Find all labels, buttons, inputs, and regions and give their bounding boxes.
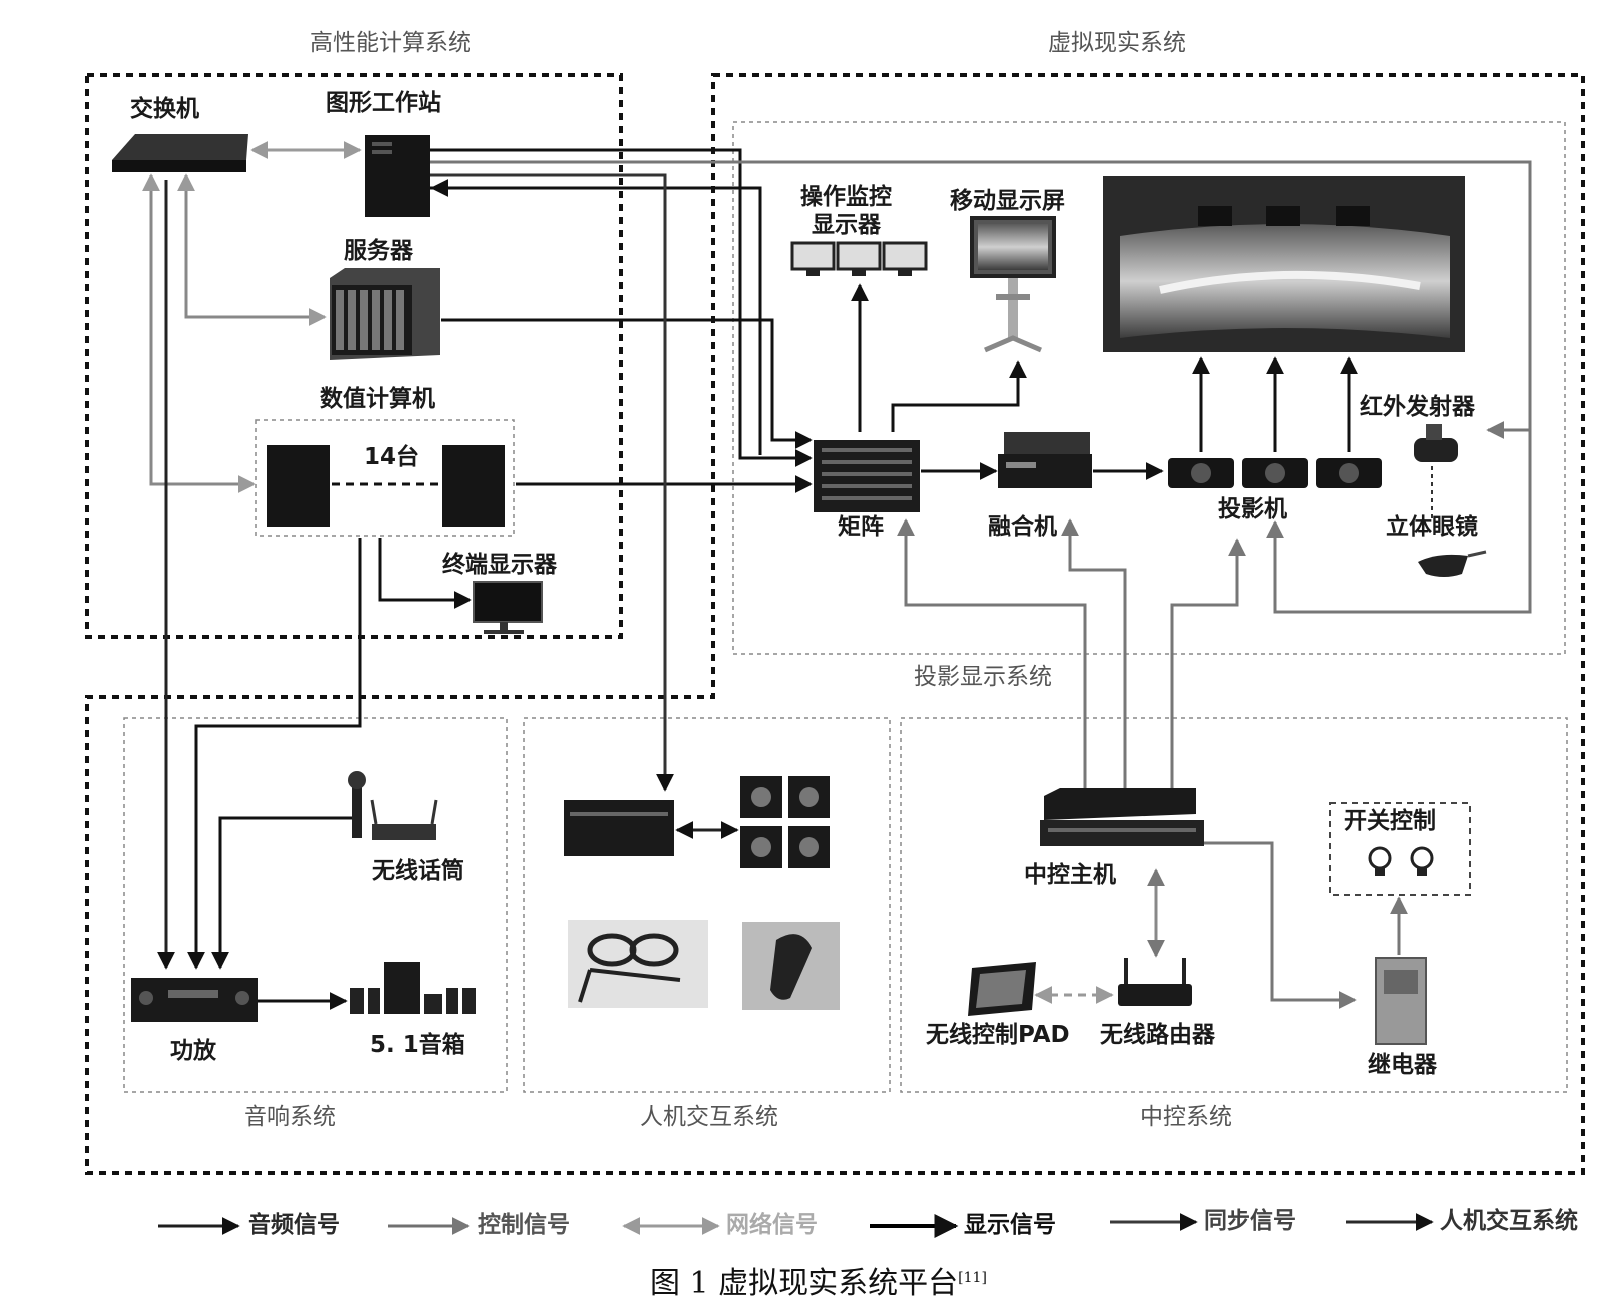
wireless-router-icon [1118,958,1192,1006]
vr-region-title: 虚拟现实系统 [1048,30,1186,56]
wireless-mic-label: 无线话筒 [372,858,464,884]
legend-lines [158,1213,1434,1238]
wireless-pad-icon [968,962,1036,1016]
hci-region-title: 人机交互系统 [640,1104,778,1130]
hci-host-icon [564,800,674,856]
count-label: 14台 [364,444,420,470]
numeric-computer-label: 数值计算机 [320,386,435,412]
matrix-label: 矩阵 [838,514,884,540]
marker-glasses-icon [568,920,708,1008]
ctrl-switch-server [177,173,327,326]
monitor-display-icon [790,241,928,276]
amplifier-icon [131,978,258,1022]
disp-server-matrix [441,318,813,449]
central-region-title: 中控系统 [1140,1104,1232,1130]
ir-emitter-icon [1414,424,1458,462]
disp-numeric-terminal [378,538,472,609]
matrix-icon [814,440,920,512]
server-icon [330,268,440,360]
vr-region [85,73,1585,1175]
ctrl-host-projector [1170,538,1246,796]
projector-icon [1168,458,1382,488]
blender-icon [998,432,1092,488]
hpc-region-title: 高性能计算系统 [310,30,471,56]
legend-sync: 同步信号 [1204,1208,1296,1234]
blender-label: 融合机 [988,514,1057,540]
terminal-display-label: 终端显示器 [442,552,557,578]
monitor-display-label-1: 操作监控 [800,184,892,210]
legend-control: 控制信号 [478,1212,570,1238]
audio-region [123,717,508,1093]
relay-label: 继电器 [1368,1052,1437,1078]
wireless-pad-label: 无线控制PAD [926,1022,1070,1048]
relay-icon [1375,957,1427,1045]
central-host-label: 中控主机 [1024,862,1116,888]
tracking-camera-icon [740,776,830,868]
legend-audio: 音频信号 [248,1212,340,1238]
switch-icon [112,134,248,172]
numeric-computer-icon [267,445,505,527]
terminal-monitor-icon [473,581,543,634]
monitor-display-label-2: 显示器 [812,212,881,238]
figure-caption: 图 1 虚拟现实系统平台[11] [650,1258,987,1302]
speaker-51-icon [350,962,476,1014]
workstation-label: 图形工作站 [326,90,441,116]
ctrl-host-relay [1203,841,1357,1009]
hpc-region [85,73,623,639]
figure-caption-ref: [11] [958,1270,987,1286]
workstation-icon [365,135,430,217]
projection-region-title: 投影显示系统 [914,664,1052,690]
legend-display: 显示信号 [964,1212,1056,1238]
audio-numeric-amp [187,538,362,970]
switch-label: 交换机 [130,96,199,122]
wireless-mic-icon [348,771,438,840]
audio-mic-amp [211,816,352,970]
hci-workstation-host [430,173,674,792]
disp-matrix-mobile [891,360,1027,432]
stereo-glasses-label: 立体眼镜 [1386,514,1478,540]
stereo-glasses-icon [1418,550,1487,577]
hci-region [523,717,891,1093]
numeric-group-box [255,419,515,537]
figure-caption-text: 图 1 虚拟现实系统平台 [650,1266,959,1301]
legend-hci: 人机交互系统 [1440,1208,1578,1234]
sync-workstation-ir [430,160,1532,614]
ctrl-host-matrix [897,518,1087,796]
panorama-screen-icon [1103,176,1465,352]
projection-region [732,121,1566,655]
switch-control-label: 开关控制 [1344,808,1436,834]
ir-emitter-label: 红外发射器 [1360,394,1475,420]
ctrl-host-blender [1061,518,1127,796]
amplifier-label: 功放 [170,1038,216,1064]
ctrl-switch-numeric [142,173,256,493]
disp-workstation-matrix-1 [430,148,813,467]
legend-network: 网络信号 [726,1212,818,1238]
central-host-icon [1040,788,1204,846]
server-label: 服务器 [344,238,413,264]
projector-label: 投影机 [1218,496,1287,522]
lamp-icon [1368,846,1434,876]
wireless-router-label: 无线路由器 [1100,1022,1215,1048]
audio-region-title: 音响系统 [244,1104,336,1130]
mobile-display-icon [970,216,1056,353]
mobile-display-label: 移动显示屏 [950,188,1065,214]
hand-controller-icon [742,922,840,1010]
speaker-51-label: 5. 1音箱 [370,1032,465,1058]
switch-control-box [1329,802,1471,896]
